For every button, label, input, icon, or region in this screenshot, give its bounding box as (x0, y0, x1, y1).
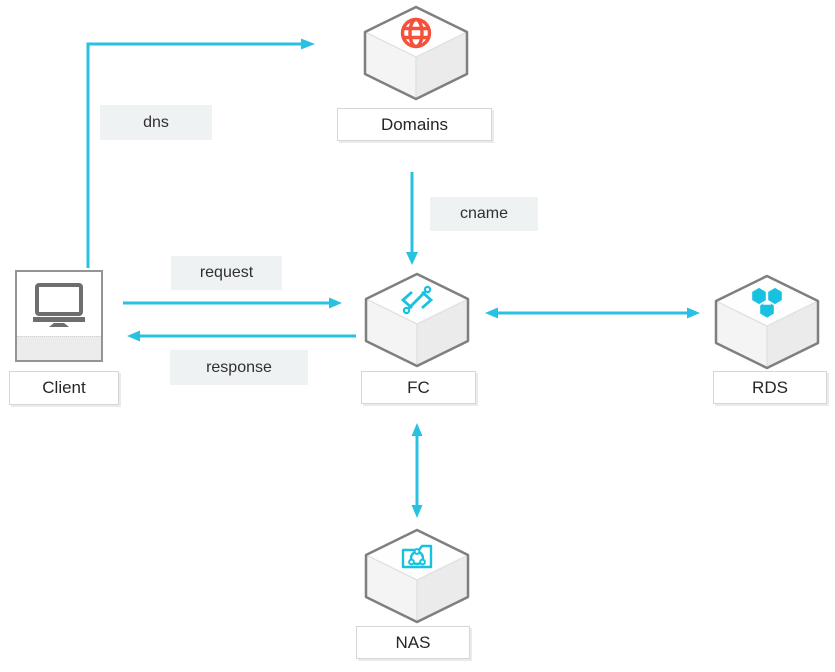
arrowhead-fc-rds-left (485, 307, 498, 319)
node-nas (364, 528, 470, 624)
edge-dns-line (86, 42, 303, 268)
edge-label-dns: dns (100, 105, 212, 140)
node-label-domains: Domains (337, 108, 492, 141)
monitor-icon (33, 283, 85, 327)
globe-icon (400, 17, 432, 49)
client-label-text: Client (42, 378, 86, 397)
node-fc (364, 272, 470, 368)
arrowhead-response (127, 330, 140, 342)
dns-label-text: dns (143, 113, 169, 131)
folder-network-icon (401, 544, 433, 569)
node-label-fc: FC (361, 371, 476, 404)
edge-label-response: response (170, 350, 308, 385)
node-label-client: Client (9, 371, 119, 405)
domains-label-text: Domains (380, 114, 449, 134)
node-label-rds: RDS (713, 371, 827, 404)
rds-label-text: RDS (752, 377, 788, 397)
database-hexagons-icon (750, 286, 784, 320)
fc-label-text: FC (407, 377, 430, 397)
arrowhead-fc-nas-down (411, 505, 423, 518)
request-label-text: request (199, 264, 254, 281)
node-client (15, 270, 103, 362)
arrowhead-fc-rds-right (687, 307, 700, 319)
arrowhead-cname (406, 252, 418, 265)
arrowhead-fc-nas-up (411, 423, 423, 436)
node-domains (363, 5, 469, 101)
node-rds (714, 274, 820, 370)
cname-label-text: cname (459, 205, 509, 222)
response-label-text: response (206, 358, 272, 376)
nas-label-text: NAS (395, 632, 431, 652)
edge-label-request: request (171, 256, 282, 290)
arrowhead-dns (301, 38, 315, 50)
function-compute-icon (400, 285, 434, 315)
node-label-nas: NAS (356, 626, 470, 659)
arrowhead-request (329, 297, 342, 309)
client-box-base (17, 336, 101, 360)
edge-label-cname: cname (430, 197, 538, 231)
